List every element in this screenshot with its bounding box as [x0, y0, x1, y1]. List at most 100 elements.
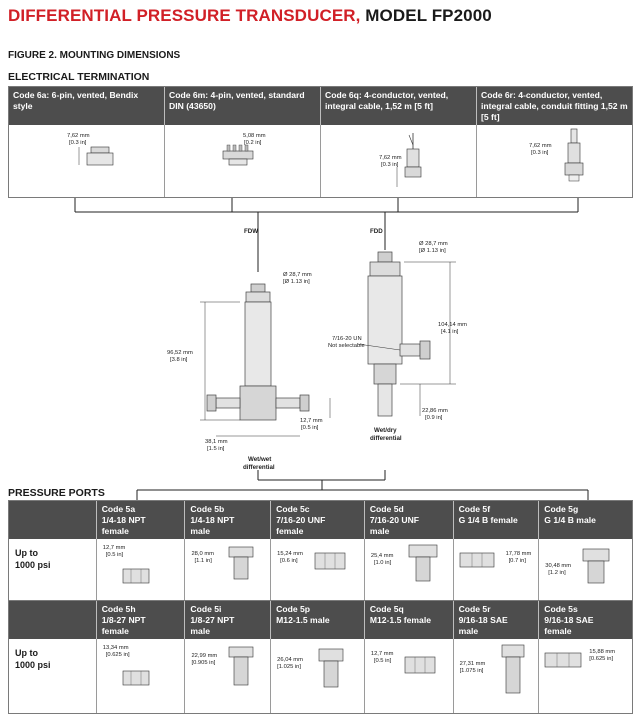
dim-5r-mm: 27,31 mm [459, 661, 486, 667]
dim-6a-mm: 7,62 mm [67, 133, 90, 139]
port-5i-cell: 22,99 mm [0.905 in] [185, 639, 272, 713]
fdw-dia-in: [Ø 1.13 in] [283, 279, 310, 285]
port-5i-drawing [229, 646, 254, 686]
fdd-dia: Ø 28,7 mm [419, 241, 448, 247]
fdd-height: 104,14 mm [438, 322, 467, 328]
port-5q-drawing [404, 656, 436, 674]
dim-6q-mm: 7,62 mm [379, 155, 402, 161]
port-5f-drawing [459, 552, 494, 568]
dim-5s-in: [0.625 in] [589, 656, 614, 662]
port-5b-drawing [229, 546, 254, 580]
header-corner-2 [9, 601, 97, 639]
fdw-caption-1: Wet/wet [248, 456, 272, 463]
fdw-height: 96,52 mm [167, 350, 193, 356]
title-red: DIFFERENTIAL PRESSURE TRANSDUCER, [8, 6, 361, 25]
connector-6m-cell: 5,08 mm [0.2 in] [165, 125, 321, 197]
title-model: MODEL FP2000 [365, 6, 492, 25]
connector-6q-drawing [396, 133, 422, 187]
port-5p-drawing [318, 648, 344, 688]
electrical-col-6m: Code 6m: 4-pin, vented, standard DIN (43… [165, 87, 321, 125]
electrical-heading: ELECTRICAL TERMINATION [8, 71, 150, 83]
dim-5c-mm: 15,24 mm [277, 551, 303, 557]
port-5a-cell: 12,7 mm [0.5 in] [97, 539, 186, 603]
dim-6q-in: [0.3 in] [381, 162, 399, 168]
dim-5p-in: [1.025 in] [277, 664, 302, 670]
fdd-caption-1: Wet/dry [374, 427, 397, 434]
fdd-dia-in: [Ø 1.13 in] [419, 248, 446, 254]
port-5c-drawing [314, 552, 346, 570]
port-5h-drawing [122, 670, 150, 686]
port-5p-cell: 26,04 mm [1.025 in] [271, 639, 365, 713]
port-5a-drawing [122, 568, 150, 584]
fdd-label: FDD [370, 228, 383, 235]
electrical-col-6r: Code 6r: 4-conductor, vented, integral c… [481, 90, 628, 122]
dim-6m-mm: 5,08 mm [243, 133, 266, 139]
port-5s-drawing [544, 652, 582, 668]
dim-5i-mm: 22,99 mm [191, 653, 218, 659]
dim-5p-mm: 26,04 mm [277, 657, 303, 663]
connector-6q-cell: 7,62 mm [0.3 in] [321, 125, 477, 197]
dim-5h-mm: 13,34 mm [102, 645, 129, 651]
connector-6r-cell: 7,62 mm [0.3 in] [477, 125, 632, 197]
connector-6a-cell: 7,62 mm [0.3 in] [9, 125, 165, 197]
fdw-caption-2: differential [243, 464, 275, 471]
dim-5d-in: [1.0 in] [373, 560, 392, 566]
fdd-thread-2: Not selectable [328, 343, 365, 349]
dim-5h-in: [0.625 in] [105, 652, 130, 658]
dim-6r-in: [0.3 in] [531, 150, 549, 156]
electrical-header-row: Code 6a: 6-pin, vented, Bendix style Cod… [9, 87, 632, 125]
dim-5f-mm: 17,78 mm [505, 551, 532, 557]
port-5g-cell: 30,48 mm [1.2 in] [539, 539, 632, 603]
fdd-caption-2: differential [370, 435, 402, 442]
page-title: DIFFERENTIAL PRESSURE TRANSDUCER, MODEL … [8, 6, 492, 26]
port-5q-cell: 12,7 mm [0.5 in] [365, 639, 454, 713]
port-5b-cell: 28,0 mm [1.1 in] [185, 539, 272, 603]
fdw-dia: Ø 28,7 mm [283, 272, 312, 278]
fdw-port-in: [0.5 in] [301, 425, 319, 431]
dim-6r-mm: 7,62 mm [529, 143, 552, 149]
fdw-transducer [206, 283, 310, 421]
dim-5q-in: [0.5 in] [373, 658, 392, 664]
dim-6a-in: [0.3 in] [69, 140, 87, 146]
port-5h-cell: 13,34 mm [0.625 in] [97, 639, 186, 713]
port-5d-drawing [408, 544, 438, 582]
dim-5i-in: [0.905 in] [191, 660, 216, 666]
electrical-col-6q: Code 6q: 4-conductor, vented, integral c… [321, 87, 477, 125]
electrical-table: Code 6a: 6-pin, vented, Bendix style Cod… [8, 86, 633, 198]
dim-5g-mm: 30,48 mm [545, 563, 572, 569]
dim-5a-mm: 12,7 mm [102, 545, 126, 551]
dim-5f-in: [0.7 in] [508, 558, 526, 564]
fdd-port-in: [0.9 in] [425, 415, 443, 421]
dim-6m-in: [0.2 in] [244, 140, 262, 146]
port-5f-cell: 17,78 mm [0.7 in] [454, 539, 540, 603]
dim-5s-mm: 15,88 mm [589, 649, 616, 655]
port-5r-drawing [501, 644, 524, 694]
dim-5g-in: [1.2 in] [548, 570, 566, 576]
dim-5b-mm: 28,0 mm [191, 551, 215, 557]
port-5s-cell: 15,88 mm [0.625 in] [539, 639, 632, 713]
fdw-base: 38,1 mm [205, 439, 228, 445]
connector-6m-drawing [222, 144, 254, 166]
fdd-transducer [367, 251, 431, 417]
electrical-col-6a: Code 6a: 6-pin, vented, Bendix style [9, 87, 165, 125]
